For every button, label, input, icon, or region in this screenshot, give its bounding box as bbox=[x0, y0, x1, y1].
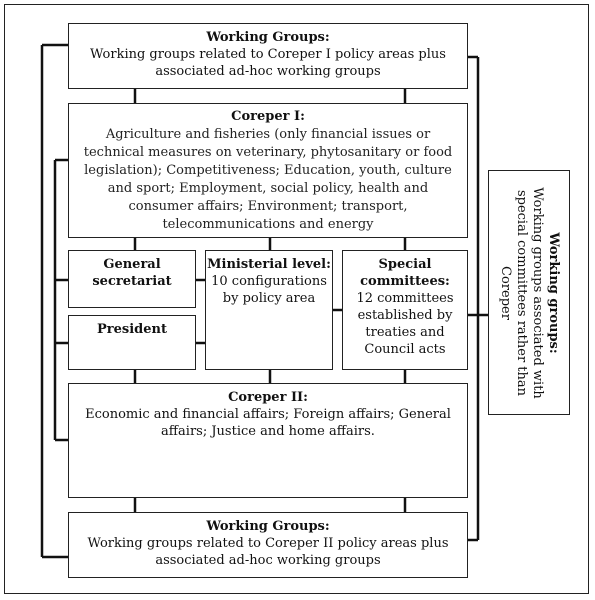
working-groups-special-box: Working groups: Working groups associate… bbox=[488, 170, 570, 415]
special-committees-title: Special committees: bbox=[360, 257, 450, 289]
working-groups-bottom-title: Working Groups: bbox=[206, 519, 330, 534]
working-groups-special-title: Working groups: bbox=[546, 231, 561, 354]
special-committees-box: Special committees: 12 committees establ… bbox=[342, 250, 468, 370]
working-groups-special-text: Working groups associated with special c… bbox=[498, 186, 545, 399]
ministerial-title: Ministerial level: bbox=[207, 257, 331, 272]
working-groups-top-title: Working Groups: bbox=[206, 30, 330, 45]
president-box: President bbox=[68, 315, 196, 370]
ministerial-level-box: Ministerial level: 10 configurations by … bbox=[205, 250, 333, 370]
coreper2-title: Coreper II: bbox=[228, 390, 308, 405]
general-secretariat-box: General secretariat bbox=[68, 250, 196, 308]
president-title: President bbox=[97, 322, 167, 337]
working-groups-top-text: Working groups related to Coreper I poli… bbox=[90, 47, 446, 79]
general-secretariat-title: General secretariat bbox=[92, 257, 172, 289]
working-groups-coreper2-box: Working Groups: Working groups related t… bbox=[68, 512, 468, 578]
diagram-frame bbox=[4, 4, 589, 594]
coreper2-text: Economic and financial affairs; Foreign … bbox=[85, 407, 451, 439]
coreper1-title: Coreper I: bbox=[231, 109, 305, 124]
working-groups-special-rotated: Working groups: Working groups associate… bbox=[497, 175, 561, 410]
working-groups-bottom-text: Working groups related to Coreper II pol… bbox=[87, 536, 449, 568]
ministerial-text: 10 configurations by policy area bbox=[211, 274, 327, 306]
working-groups-coreper1-box: Working Groups: Working groups related t… bbox=[68, 23, 468, 89]
coreper2-box: Coreper II: Economic and financial affai… bbox=[68, 383, 468, 498]
coreper1-text: Agriculture and fisheries (only financia… bbox=[83, 127, 453, 232]
special-committees-text: 12 committees established by treaties an… bbox=[356, 291, 454, 357]
coreper1-box: Coreper I: Agriculture and fisheries (on… bbox=[68, 103, 468, 238]
